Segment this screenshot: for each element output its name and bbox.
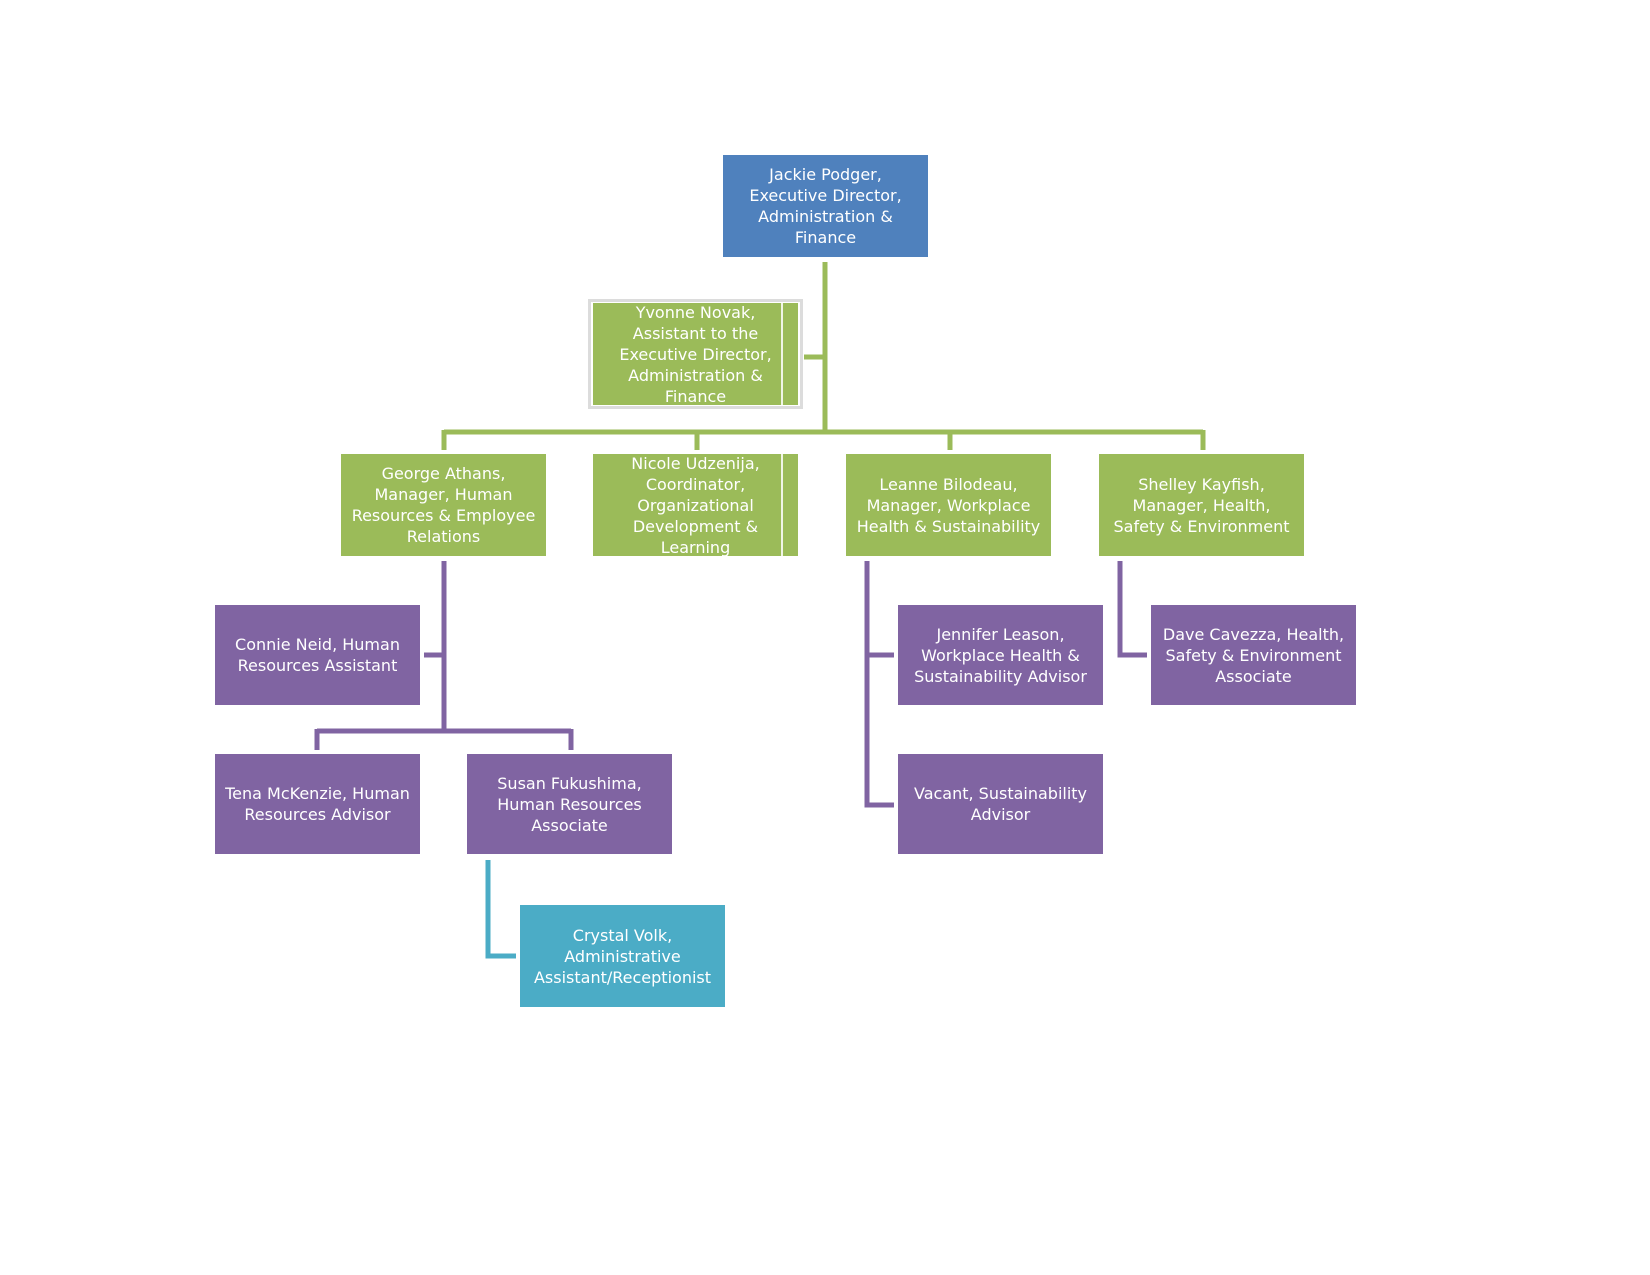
purple-connectors	[314, 561, 1147, 808]
node-label: Crystal Volk, Administrative Assistant/R…	[533, 925, 712, 987]
node-hr-associate[interactable]: Susan Fukushima, Human Resources Associa…	[467, 754, 672, 854]
node-sustainability-advisor[interactable]: Jennifer Leason, Workplace Health & Sust…	[898, 605, 1103, 705]
connector-leanne-reports	[864, 561, 894, 808]
divider-line	[781, 454, 783, 556]
node-label: Jennifer Leason, Workplace Health & Sust…	[914, 624, 1087, 686]
node-label: Susan Fukushima, Human Resources Associa…	[497, 773, 642, 835]
node-hse-associate[interactable]: Dave Cavezza, Health, Safety & Environme…	[1151, 605, 1356, 705]
node-label: Shelley Kayfish, Manager, Health, Safety…	[1113, 474, 1290, 536]
node-label: Connie Neid, Human Resources Assistant	[235, 635, 400, 675]
node-receptionist[interactable]: Crystal Volk, Administrative Assistant/R…	[520, 905, 725, 1007]
teal-connectors	[485, 860, 516, 959]
node-manager-hr[interactable]: George Athans, Manager, Human Resources …	[341, 454, 546, 556]
node-assistant-executive-director[interactable]: Yvonne Novak, Assistant to the Executive…	[593, 302, 798, 406]
node-label: Yvonne Novak, Assistant to the Executive…	[619, 302, 772, 406]
assistant-highlight-frame	[588, 299, 803, 409]
node-hr-assistant[interactable]: Connie Neid, Human Resources Assistant	[215, 605, 420, 705]
node-executive-director[interactable]: Jackie Podger, Executive Director, Admin…	[723, 155, 928, 257]
node-vacant-advisor[interactable]: Vacant, Sustainability Advisor	[898, 754, 1103, 854]
node-label: Vacant, Sustainability Advisor	[913, 784, 1088, 824]
connector-dave	[1117, 561, 1147, 658]
node-label: Leanne Bilodeau, Manager, Workplace Heal…	[856, 474, 1041, 536]
node-label: George Athans, Manager, Human Resources …	[351, 464, 536, 546]
node-hr-advisor[interactable]: Tena McKenzie, Human Resources Advisor	[215, 754, 420, 854]
node-label: Dave Cavezza, Health, Safety & Environme…	[1162, 624, 1345, 686]
node-manager-hse[interactable]: Shelley Kayfish, Manager, Health, Safety…	[1099, 454, 1304, 556]
green-connectors	[441, 262, 1206, 450]
divider-line	[781, 303, 783, 405]
node-label: Tena McKenzie, Human Resources Advisor	[225, 784, 410, 824]
node-label: Jackie Podger, Executive Director, Admin…	[749, 165, 902, 247]
node-manager-workplace-health[interactable]: Leanne Bilodeau, Manager, Workplace Heal…	[846, 454, 1051, 556]
node-coordinator-od[interactable]: Nicole Udzenija, Coordinator, Organizati…	[593, 453, 798, 557]
node-label: Nicole Udzenija, Coordinator, Organizati…	[631, 453, 760, 557]
connector-crystal	[485, 860, 516, 959]
